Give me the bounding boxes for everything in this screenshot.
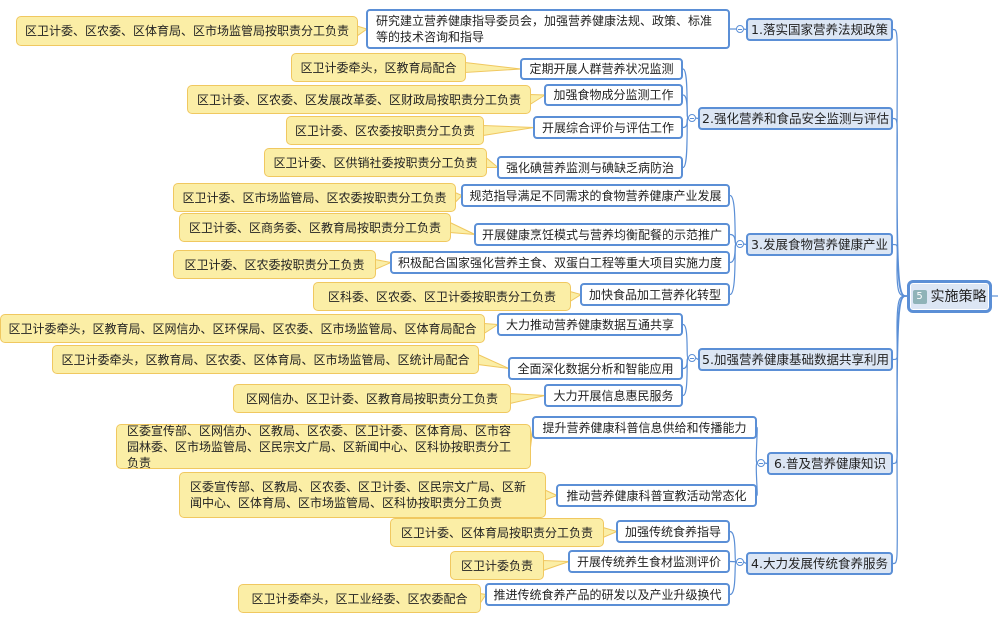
subtopic-node[interactable]: 开展传统养生食材监测评价 xyxy=(568,550,730,573)
responsibility-callout: 区卫计委牵头，区教育局配合 xyxy=(291,53,466,82)
callout-tail xyxy=(477,353,510,369)
branch-link xyxy=(743,28,747,31)
subtopic-node[interactable]: 推进传统食养产品的研发以及产业升级换代 xyxy=(485,583,730,606)
subtopic-node[interactable]: 加快食品加工营养化转型 xyxy=(580,283,730,306)
subtopic-node[interactable]: 定期开展人群营养状况监测 xyxy=(520,58,683,80)
branch-link xyxy=(892,295,908,465)
callout-tail xyxy=(509,392,546,405)
subtopic-node[interactable]: 加强传统食养指导 xyxy=(616,520,730,543)
subtopic-link xyxy=(729,561,737,596)
responsibility-callout: 区委宣传部、区网信办、区教局、区农委、区卫计委、区体育局、区市容园林委、区市场监… xyxy=(116,424,531,470)
subtopic-node[interactable]: 强化碘营养监测与碘缺乏病防治 xyxy=(497,156,683,179)
callout-tail xyxy=(482,124,535,137)
subtopic-node[interactable]: 全面深化数据分析和智能应用 xyxy=(508,357,683,380)
callout-tail xyxy=(542,559,570,572)
branch-link xyxy=(892,295,908,565)
root-label: 实施策略 xyxy=(930,288,987,305)
subtopic-node[interactable]: 大力开展信息惠民服务 xyxy=(544,384,683,407)
subtopic-node[interactable]: 推动营养健康科普宣教活动常态化 xyxy=(556,484,757,507)
callout-tail xyxy=(449,221,476,235)
responsibility-callout: 区卫计委牵头，区教育局、区农委、区体育局、区市场监管局、区统计局配合 xyxy=(52,345,479,374)
responsibility-callout: 区卫计委、区商务委、区教育局按职责分工负责 xyxy=(179,213,451,242)
subtopic-node[interactable]: 加强食物成分监测工作 xyxy=(544,84,683,106)
branch-link xyxy=(695,357,699,360)
collapse-toggle-icon[interactable] xyxy=(736,558,744,566)
branch-link xyxy=(892,117,908,297)
branch-link xyxy=(743,243,747,246)
branch-node-1[interactable]: 2.强化营养和食品安全监测与评估 xyxy=(698,107,893,130)
responsibility-callout: 区卫计委、区市场监管局、区农委按职责分工负责 xyxy=(173,183,456,212)
branch-link xyxy=(892,295,908,361)
branch-link xyxy=(743,561,747,564)
subtopic-node[interactable]: 开展综合评价与评估工作 xyxy=(533,116,683,139)
subtopic-link xyxy=(682,357,689,397)
branch-node-3[interactable]: 5.加强营养健康基础数据共享利用 xyxy=(698,348,893,371)
collapse-toggle-icon[interactable] xyxy=(736,240,744,248)
subtopic-link xyxy=(729,194,737,245)
subtopic-link xyxy=(755,462,758,497)
responsibility-callout: 区卫计委、区农委、区体育局、区市场监管局按职责分工负责 xyxy=(16,16,358,46)
responsibility-callout: 区卫计委、区供销社委按职责分工负责 xyxy=(264,148,487,177)
responsibility-callout: 区卫计委负责 xyxy=(450,551,544,580)
responsibility-callout: 区卫计委牵头，区工业经委、区农委配合 xyxy=(238,584,481,613)
subtopic-link xyxy=(682,323,689,359)
responsibility-callout: 区卫计委牵头，区教育局、区网信办、区环保局、区农委、区市场监管局、区体育局配合 xyxy=(0,314,485,343)
branch-node-5[interactable]: 4.大力发展传统食养服务 xyxy=(746,552,893,575)
collapse-toggle-icon[interactable] xyxy=(688,114,696,122)
subtopic-node[interactable]: 开展健康烹饪模式与营养均衡配餐的示范推广 xyxy=(474,223,730,246)
collapse-toggle-icon[interactable] xyxy=(688,354,696,362)
responsibility-callout: 区卫计委、区农委、区发展改革委、区财政局按职责分工负责 xyxy=(187,85,531,114)
subtopic-link xyxy=(729,243,737,296)
responsibility-callout: 区科委、区农委、区卫计委按职责分工负责 xyxy=(313,282,571,311)
subtopic-link xyxy=(755,426,758,464)
branch-link xyxy=(764,462,768,465)
callout-tail xyxy=(529,93,547,106)
root-node-implementation-strategy[interactable]: 5 实施策略 xyxy=(907,280,992,313)
responsibility-callout: 区卫计委、区农委按职责分工负责 xyxy=(173,250,376,279)
responsibility-callout: 区卫计委、区体育局按职责分工负责 xyxy=(390,518,604,547)
subtopic-link xyxy=(729,530,737,563)
callout-tail xyxy=(483,322,500,335)
branch-node-4[interactable]: 6.普及营养健康知识 xyxy=(767,452,893,475)
branch-link xyxy=(892,243,908,297)
subtopic-link xyxy=(682,117,689,169)
subtopic-node[interactable]: 规范指导满足不同需求的食物营养健康产业发展 xyxy=(461,184,730,207)
subtopic-node[interactable]: 研究建立营养健康指导委员会，加强营养健康法规、政策、标准等的技术咨询和指导 xyxy=(366,9,730,49)
topic-number-badge: 5 xyxy=(912,289,927,304)
collapse-toggle-icon[interactable] xyxy=(757,459,765,467)
responsibility-callout: 区卫计委、区农委按职责分工负责 xyxy=(286,116,484,145)
subtopic-node[interactable]: 积极配合国家强化营养主食、双蛋白工程等重大项目实施力度 xyxy=(390,251,730,274)
subtopic-node[interactable]: 大力推动营养健康数据互通共享 xyxy=(497,313,683,336)
branch-link xyxy=(892,28,908,297)
branch-link xyxy=(695,117,699,120)
callout-tail xyxy=(464,61,522,74)
responsibility-callout: 区网信办、区卫计委、区教育局按职责分工负责 xyxy=(233,384,511,413)
callout-tail xyxy=(602,526,619,539)
subtopic-node[interactable]: 提升营养健康科普信息供给和传播能力 xyxy=(532,416,757,439)
responsibility-callout: 区委宣传部、区教局、区农委、区卫计委、区民宗文广局、区新闻中心、区体育局、区市场… xyxy=(179,472,546,518)
branch-node-0[interactable]: 1.落实国家营养法规政策 xyxy=(746,18,893,41)
collapse-toggle-icon[interactable] xyxy=(736,25,744,33)
subtopic-link xyxy=(682,94,689,119)
callout-tail xyxy=(374,258,393,271)
branch-node-2[interactable]: 3.发展食物营养健康产业 xyxy=(746,233,893,256)
